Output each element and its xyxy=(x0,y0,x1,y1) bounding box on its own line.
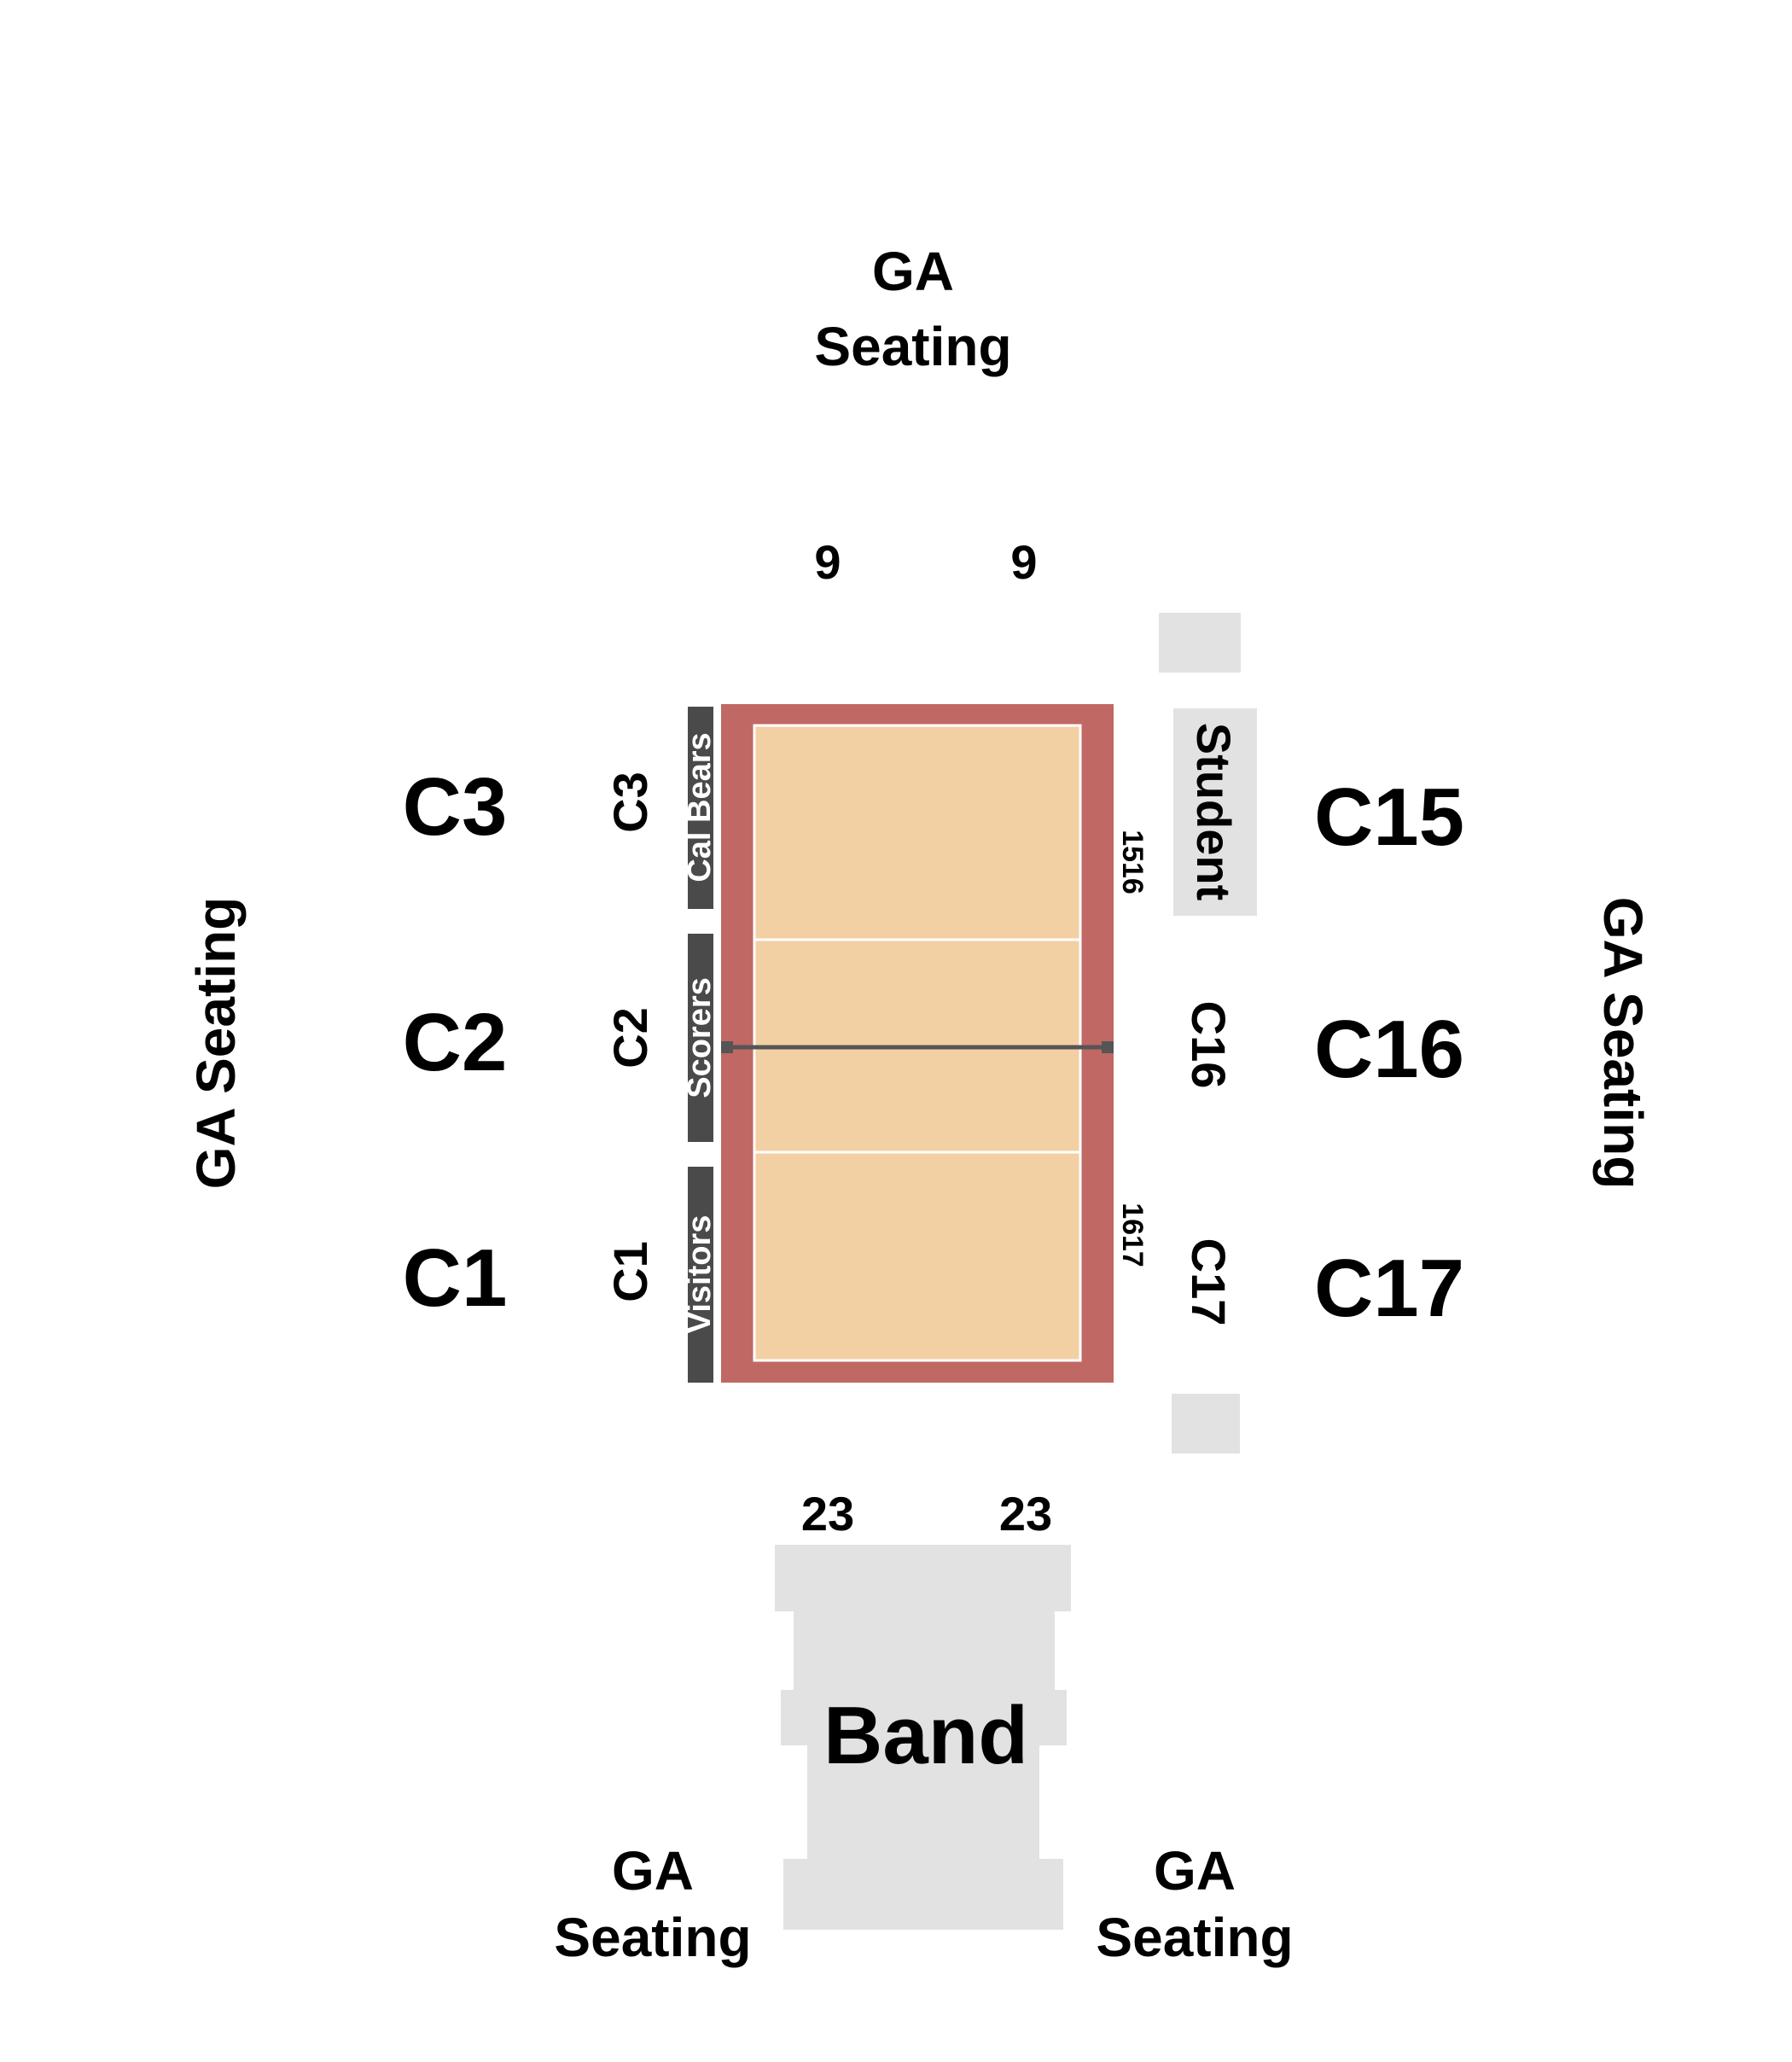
section-c15[interactable]: C15 xyxy=(1314,772,1464,863)
ga-seating-top-line1: GA xyxy=(872,241,954,302)
row-label-top-right: 9 xyxy=(1010,535,1037,589)
row-label-bottom-left: 23 xyxy=(801,1487,854,1541)
corner-block-bottom[interactable] xyxy=(1172,1394,1240,1453)
net-post-left xyxy=(721,1041,733,1053)
svg-text:GA: GA xyxy=(1154,1840,1236,1902)
svg-text:GA: GA xyxy=(612,1840,694,1902)
section-c17[interactable]: C17 xyxy=(1314,1243,1464,1334)
ga-seating-left[interactable]: GA Seating xyxy=(185,897,247,1190)
section-c2-courtside[interactable]: C2 xyxy=(603,1007,657,1069)
band-label: Band xyxy=(823,1690,1028,1781)
corner-block-top[interactable] xyxy=(1159,613,1241,673)
bench-home: Cal Bears xyxy=(682,707,718,909)
net-post-right xyxy=(1102,1041,1114,1053)
section-c1[interactable]: C1 xyxy=(403,1232,508,1324)
ga-seating-bottom-left[interactable]: GA Seating xyxy=(554,1840,751,1968)
student-label: Student xyxy=(1187,723,1241,900)
row-label-bottom-right: 23 xyxy=(999,1487,1052,1541)
section-student[interactable]: Student xyxy=(1173,708,1257,916)
svg-text:Seating: Seating xyxy=(1096,1907,1293,1968)
svg-text:Scorers: Scorers xyxy=(682,977,718,1098)
section-band[interactable]: Band xyxy=(775,1545,1071,1930)
section-c3[interactable]: C3 xyxy=(403,761,508,853)
ga-seating-right[interactable]: GA Seating xyxy=(1592,897,1654,1190)
ga-seating-top[interactable]: GA Seating xyxy=(814,241,1011,377)
bench-visitors: Visitors xyxy=(682,1167,718,1383)
svg-text:Visitors: Visitors xyxy=(682,1215,718,1334)
row-label-top-left: 9 xyxy=(814,535,841,589)
section-c16-courtside[interactable]: C16 xyxy=(1182,1001,1236,1089)
section-c1-courtside[interactable]: C1 xyxy=(603,1241,657,1302)
ga-seating-bottom-right[interactable]: GA Seating xyxy=(1096,1840,1293,1968)
aisle-label-upper: 1516 xyxy=(1116,830,1149,894)
ga-seating-top-line2: Seating xyxy=(814,316,1011,377)
volleyball-court xyxy=(721,704,1114,1383)
aisle-label-lower: 1617 xyxy=(1116,1203,1149,1267)
section-c16[interactable]: C16 xyxy=(1314,1004,1464,1095)
section-c2[interactable]: C2 xyxy=(403,997,508,1088)
court-floor xyxy=(753,724,1082,1362)
section-c17-courtside[interactable]: C17 xyxy=(1182,1238,1236,1326)
svg-text:Cal Bears: Cal Bears xyxy=(682,732,718,882)
bench-scorers: Scorers xyxy=(682,934,718,1142)
section-c3-courtside[interactable]: C3 xyxy=(603,772,657,833)
svg-text:Seating: Seating xyxy=(554,1907,751,1968)
